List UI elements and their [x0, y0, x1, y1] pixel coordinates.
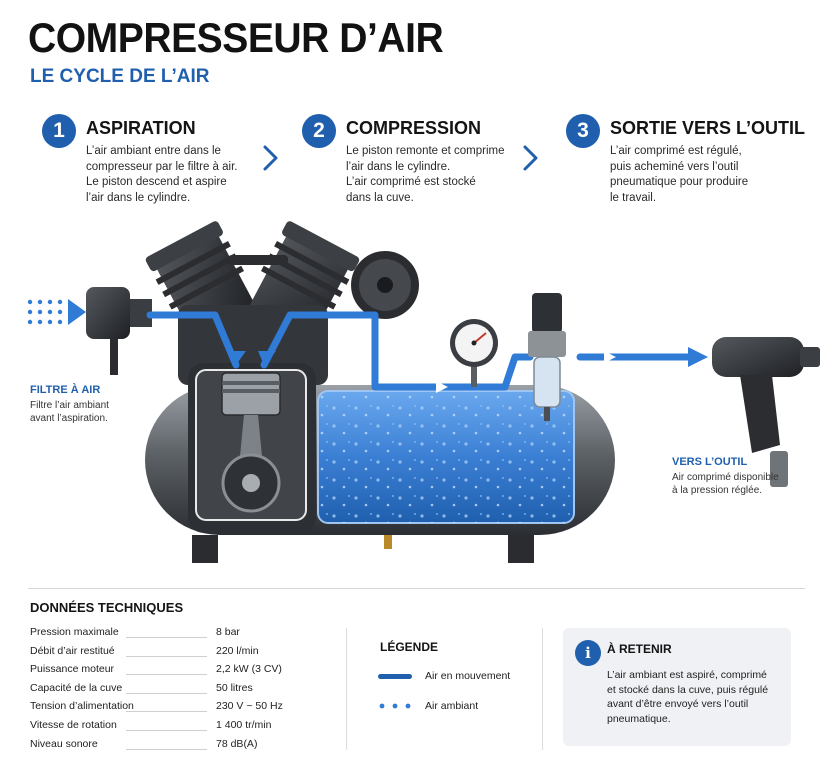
spec-row: Capacité de la cuve 50 litres	[30, 682, 335, 701]
spec-label: Vitesse de rotation	[30, 718, 117, 731]
spec-row: Niveau sonore 78 dB(A)	[30, 738, 335, 757]
step-number: 2	[302, 114, 336, 148]
spec-value: 8 bar	[216, 626, 240, 638]
piston-cutaway	[195, 369, 307, 521]
page-title: COMPRESSEUR D’AIR	[28, 14, 444, 61]
column-divider	[542, 628, 543, 750]
air-regulator	[528, 293, 566, 421]
legend-air-flow-line	[378, 674, 412, 679]
step-description: L’air ambiant entre dans le compresseur …	[86, 145, 238, 204]
label-filtre-air: FILTRE À AIR Filtre l’air ambiant avant l…	[30, 384, 109, 425]
spec-value: 2,2 kW (3 CV)	[216, 663, 282, 676]
step-title: COMPRESSION	[346, 118, 482, 138]
spec-row: Puissance moteur 2,2 kW (3 CV)	[30, 663, 335, 682]
step-number: 1	[42, 114, 76, 148]
spec-value: 78 dB(A)	[216, 737, 258, 750]
label-text: Filtre l’air ambiant avant l’aspiration.	[30, 400, 109, 424]
label-title: VERS L’OUTIL	[672, 456, 748, 468]
spec-row: Tension d’alimentation 230 V ~ 50 Hz	[30, 700, 335, 719]
section-divider	[28, 588, 805, 589]
spec-label: Tension d’alimentation	[30, 700, 134, 713]
spec-label: Pression maximale	[30, 626, 119, 638]
spec-label: Débit d’air restitué	[30, 644, 115, 657]
label-title: FILTRE À AIR	[30, 384, 101, 396]
specs-table: Pression maximale 8 bar Débit d’air resti…	[30, 626, 335, 756]
retain-box: i À RETENIR L’air ambiant est aspiré, co…	[563, 628, 791, 746]
page-subtitle: LE CYCLE DE L’AIR	[30, 66, 210, 87]
step-number: 3	[566, 114, 600, 148]
air-flow-arrows	[228, 347, 708, 393]
legend-text-moving: Air en mouvement	[425, 670, 511, 682]
air-flow-path	[146, 311, 694, 391]
spec-value: 50 litres	[216, 681, 253, 694]
legend-text-ambient: Air ambiant	[425, 700, 479, 712]
chevron-right-icon	[523, 145, 538, 171]
specs-title: DONNÉES TECHNIQUES	[30, 600, 184, 615]
chevron-right-icon	[263, 145, 278, 171]
spec-row: Vitesse de rotation 1 400 tr/min	[30, 719, 335, 738]
spec-value: 230 V ~ 50 Hz	[216, 700, 283, 713]
compressor-diagram	[27, 221, 820, 563]
spec-label: Niveau sonore	[30, 737, 98, 750]
step-description: Le piston remonte et comprime l’air dans…	[346, 145, 505, 204]
step-title: ASPIRATION	[86, 118, 196, 138]
pressure-gauge	[450, 319, 498, 387]
spec-row: Débit d’air restitué 220 l/min	[30, 645, 335, 664]
step-title: SORTIE VERS L’OUTIL	[610, 118, 806, 138]
spec-row: Pression maximale 8 bar	[30, 626, 335, 645]
spec-label: Capacité de la cuve	[30, 681, 123, 694]
legend-ambient-dots	[379, 703, 411, 709]
step-description: L’air comprimé est régulé, puis acheminé…	[610, 145, 749, 204]
spec-label: Puissance moteur	[30, 663, 115, 676]
retain-text: L’air ambiant est aspiré, comprimé et st…	[607, 669, 769, 725]
pneumatic-tool	[712, 337, 820, 487]
spec-value: 220 l/min	[216, 644, 259, 657]
air-filter	[86, 287, 152, 375]
label-text: Air comprimé disponible à la pression ré…	[672, 472, 779, 496]
spec-value: 1 400 tr/min	[216, 718, 272, 731]
column-divider	[346, 628, 347, 750]
label-vers-outil: VERS L’OUTIL Air comprimé disponible à la…	[672, 456, 779, 497]
ambient-air-dots	[27, 299, 86, 325]
flywheel	[351, 251, 419, 319]
retain-title: À RETENIR	[607, 642, 672, 656]
legend-title: LÉGENDE	[380, 640, 439, 654]
info-icon: i	[575, 640, 601, 666]
